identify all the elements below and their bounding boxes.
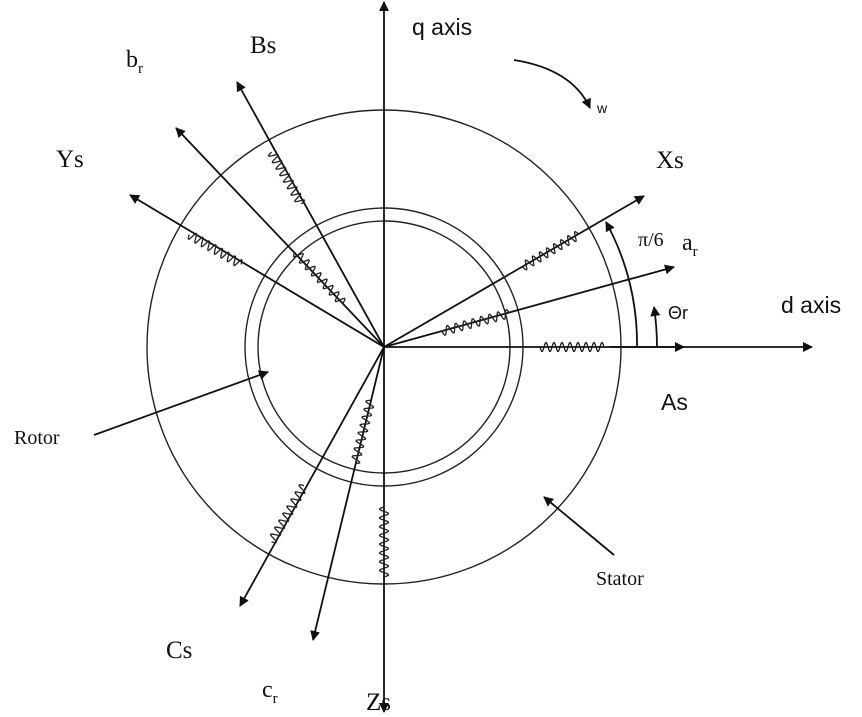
coil-xs xyxy=(522,230,580,271)
rotation-arrow xyxy=(513,59,591,109)
coil-as xyxy=(539,342,605,352)
ys-axis-line xyxy=(129,194,385,348)
coil-cs xyxy=(269,484,306,544)
coil-zs xyxy=(379,506,389,578)
ar-label: ar xyxy=(682,230,698,260)
q-axis-label: q axis xyxy=(412,14,472,40)
theta-r-arc xyxy=(650,306,661,348)
rotor-label: Rotor xyxy=(14,427,60,449)
cs-axis-line xyxy=(239,346,385,607)
ar-axis-line xyxy=(383,264,675,348)
coil-bs xyxy=(267,151,306,205)
rotor-pointer xyxy=(93,370,269,436)
zs-label: Zs xyxy=(366,689,391,716)
d-axis-label: d axis xyxy=(781,292,841,318)
pi6-label: π/6 xyxy=(638,229,664,251)
cr-label: cr xyxy=(262,677,278,707)
coil-cr xyxy=(351,399,375,465)
stator-pointer xyxy=(543,496,615,556)
ys-label: Ys xyxy=(56,146,84,173)
br-axis-line xyxy=(175,127,385,348)
cr-axis-line xyxy=(310,346,385,641)
bs-axis-line xyxy=(236,81,385,348)
coil-ar xyxy=(441,308,511,336)
xs-label: Xs xyxy=(656,147,684,174)
coil-ys xyxy=(187,232,243,267)
stator-label: Stator xyxy=(596,568,644,590)
w-label: w xyxy=(596,100,608,116)
br-label: br xyxy=(126,47,143,77)
bs-label: Bs xyxy=(250,32,276,59)
pi6-arc xyxy=(605,221,638,348)
xs-axis-line xyxy=(383,195,645,348)
cs-label: Cs xyxy=(166,637,192,664)
coil-br xyxy=(292,251,346,304)
as-label: As xyxy=(661,389,688,415)
winding-coils xyxy=(187,151,605,578)
theta-r-label: Θr xyxy=(668,303,688,323)
